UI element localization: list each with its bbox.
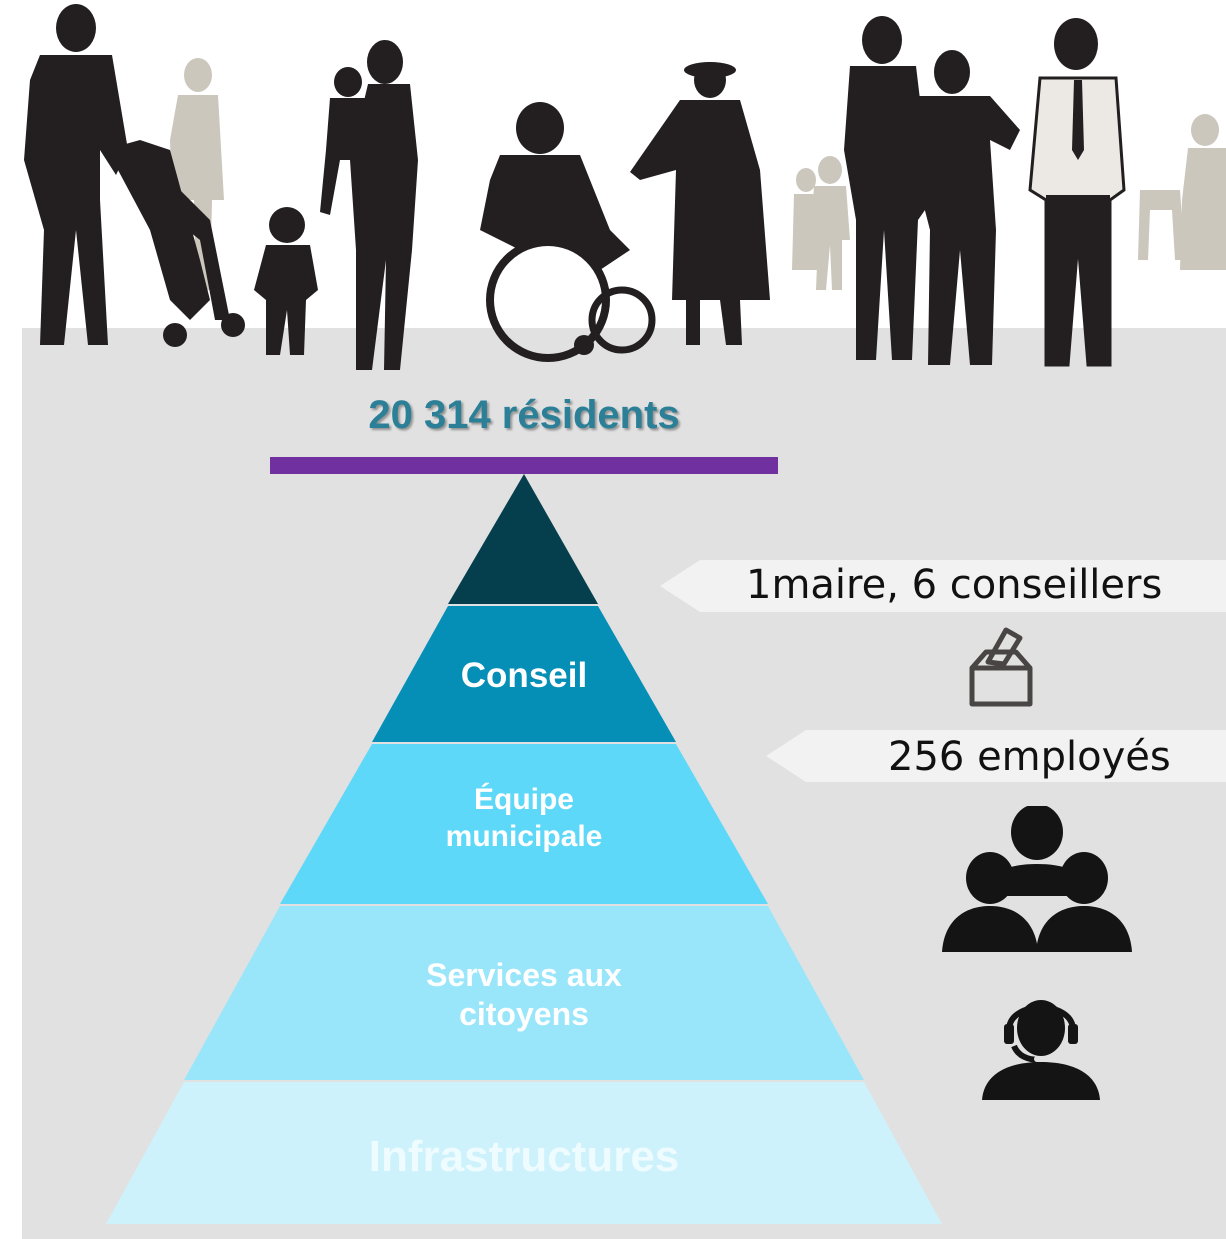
pyramid-label-equipe: Équipe municipale — [445, 783, 603, 853]
pyramid-level-equipe — [280, 744, 768, 904]
employees-callout-arrow — [766, 730, 1226, 782]
employees-callout-text: 256 employés — [888, 734, 1171, 780]
crowd-silhouette-image — [24, 4, 1226, 370]
pyramid-level-infrastructures — [106, 1082, 942, 1224]
pyramid-level-conseil — [372, 606, 676, 742]
pyramid-label-conseil: Conseil — [460, 656, 588, 695]
support-agent-icon — [982, 1000, 1100, 1100]
elected-callout-arrow — [660, 560, 1226, 612]
title-underline-bar — [270, 457, 778, 474]
ballot-box-icon — [969, 627, 1033, 707]
pyramid-label-infrastructures: Infrastructures — [368, 1132, 680, 1181]
pyramid-label-services: Services aux citoyens — [426, 957, 622, 1033]
pyramid-level-top — [448, 474, 598, 604]
team-icon — [942, 806, 1132, 952]
elected-callout-text: 1maire, 6 conseillers — [746, 562, 1163, 608]
pyramid-level-services — [184, 906, 864, 1080]
residents-title: 20 314 résidents — [368, 393, 680, 437]
